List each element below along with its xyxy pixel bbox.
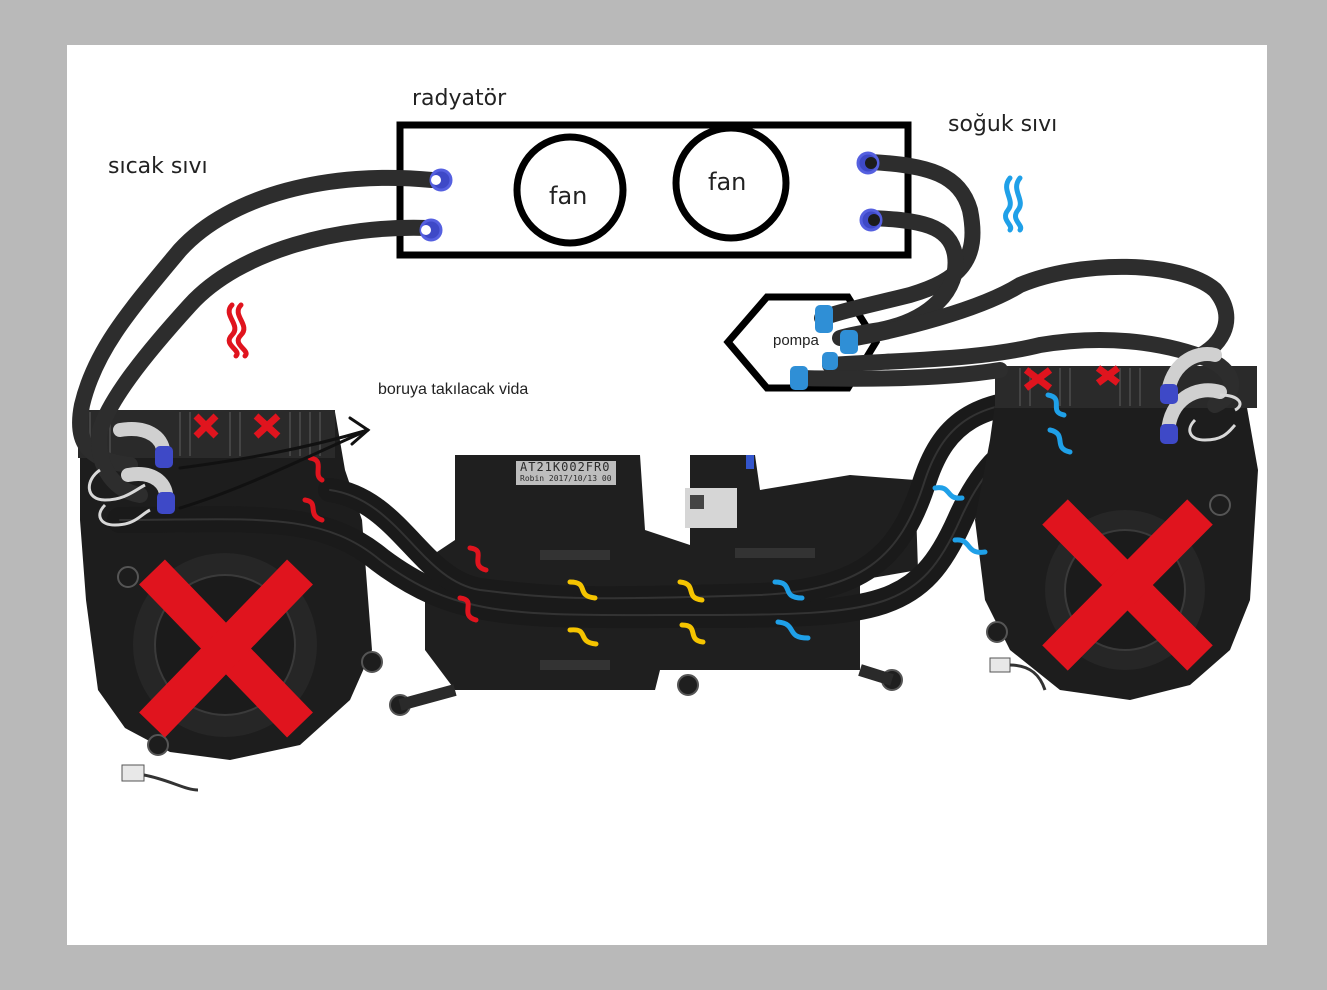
wavy-line-icon bbox=[932, 485, 965, 501]
wavy-line-icon bbox=[302, 497, 325, 523]
cross-mark-icon bbox=[139, 559, 313, 738]
part-code: AT21K002FR0 bbox=[520, 460, 611, 474]
hot-liquid-label: sıcak sıvı bbox=[108, 154, 208, 179]
wavy-line-icon bbox=[307, 455, 325, 483]
pump-label: pompa bbox=[773, 332, 819, 349]
wavy-line-icon bbox=[1013, 175, 1024, 233]
left-fan-connector bbox=[121, 764, 199, 792]
tubes bbox=[71, 154, 1240, 503]
cross-mark-icon bbox=[193, 365, 1121, 439]
cold-liquid-label: soğuk sıvı bbox=[948, 112, 1058, 137]
wavy-line-icon bbox=[1045, 392, 1067, 418]
wavy-line-icon bbox=[677, 579, 705, 603]
wavy-line-icon bbox=[567, 627, 599, 647]
wavy-line-icon bbox=[457, 595, 479, 623]
right-fan-connector bbox=[989, 657, 1047, 691]
flow-waves bbox=[226, 175, 1073, 647]
wavy-line-icon bbox=[235, 302, 249, 359]
part-label: AT21K002FR0 Robin 2017/10/13 00 bbox=[516, 461, 616, 485]
part-date: Robin 2017/10/13 00 bbox=[520, 474, 612, 483]
radiator bbox=[396, 121, 912, 259]
cross-mark-icon bbox=[1042, 499, 1213, 671]
wavy-line-icon bbox=[226, 302, 240, 359]
arrow-icon bbox=[178, 416, 371, 510]
wavy-line-icon bbox=[952, 537, 988, 555]
fan-circle-icon bbox=[672, 124, 790, 242]
screw-note: boruya takılacak vida bbox=[378, 381, 529, 398]
wavy-line-icon bbox=[1047, 427, 1073, 455]
radiator-label: radyatör bbox=[412, 86, 507, 111]
fan-circle-icon bbox=[513, 133, 627, 247]
wavy-line-icon bbox=[775, 619, 811, 641]
wavy-line-icon bbox=[772, 579, 805, 601]
cross-marks bbox=[139, 365, 1213, 738]
wavy-line-icon bbox=[679, 622, 706, 645]
fan-2-label: fan bbox=[708, 168, 747, 196]
wavy-line-icon bbox=[1003, 175, 1014, 233]
wavy-line-icon bbox=[567, 579, 598, 601]
fittings bbox=[155, 151, 1178, 514]
wavy-line-icon bbox=[467, 545, 489, 573]
radiator-box bbox=[396, 121, 912, 259]
fan-1-label: fan bbox=[549, 182, 588, 210]
